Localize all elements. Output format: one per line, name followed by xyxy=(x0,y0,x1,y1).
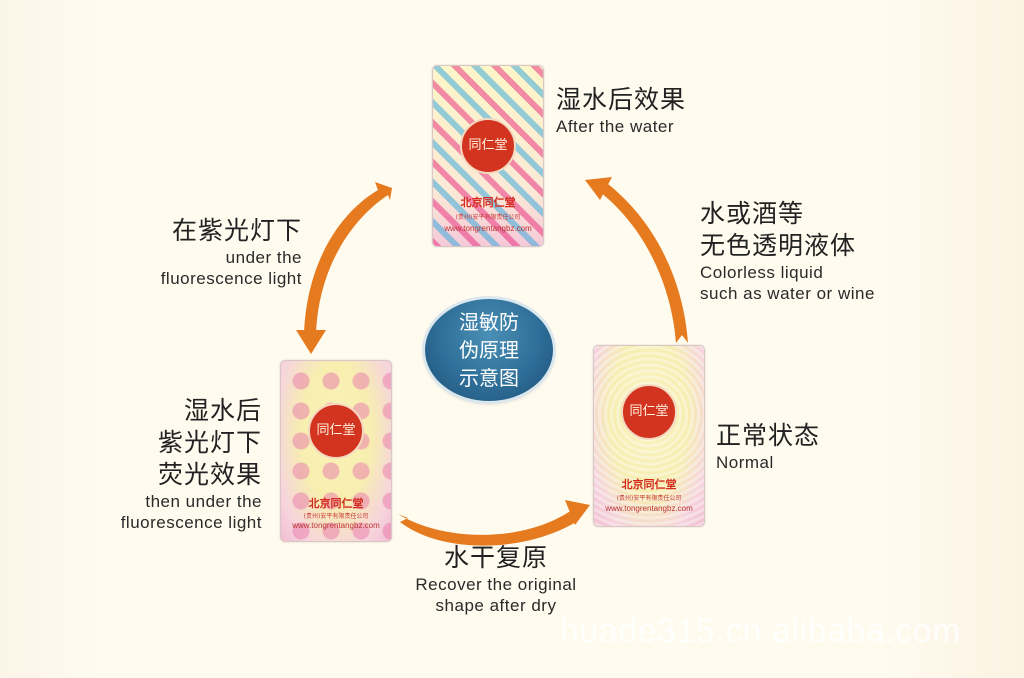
card-brand: 北京同仁堂 xyxy=(621,478,677,491)
uv-en-2: fluorescence light xyxy=(120,513,262,532)
card-normal: 同仁堂 北京同仁堂 (贵州)安平有限责任公司 www.tongrentangbz… xyxy=(593,345,705,527)
seal-icon: 同仁堂 xyxy=(308,403,364,459)
liquid-en-2: such as water or wine xyxy=(700,284,875,303)
normal-cn: 正常状态 xyxy=(716,421,821,450)
under-uv-en-2: fluorescence light xyxy=(160,269,302,288)
card-brand: 北京同仁堂 xyxy=(460,196,516,209)
label-recover: 水干复原 Recover the original shape after dr… xyxy=(386,542,606,616)
label-uv-result: 湿水后 紫光灯下 荧光效果 then under the fluorescenc… xyxy=(60,395,262,533)
under-uv-cn: 在紫光灯下 xyxy=(171,216,302,245)
uv-en-1: then under the xyxy=(145,492,262,511)
card-sub: (贵州)安平有限责任公司 xyxy=(303,513,369,520)
uv-cn-3: 荧光效果 xyxy=(157,460,262,489)
label-normal: 正常状态 Normal xyxy=(716,420,820,473)
uv-cn-2: 紫光灯下 xyxy=(157,428,262,457)
liquid-en-1: Colorless liquid xyxy=(700,263,824,282)
center-line-2: 伪原理 xyxy=(459,338,519,362)
seal-icon: 同仁堂 xyxy=(621,384,677,440)
liquid-cn-1: 水或酒等 xyxy=(700,199,805,228)
center-line-1: 湿敏防 xyxy=(459,310,519,334)
after-water-cn: 湿水后效果 xyxy=(556,85,687,114)
center-title-badge: 湿敏防 伪原理 示意图 xyxy=(425,299,553,401)
center-line-3: 示意图 xyxy=(459,366,519,390)
label-under-uv: 在紫光灯下 under the fluorescence light xyxy=(100,215,302,289)
arrow-normal-to-wet-icon xyxy=(585,177,688,343)
card-url: www.tongrentangbz.com xyxy=(605,504,693,513)
card-sub: (贵州)安平有限责任公司 xyxy=(455,214,521,221)
card-uv: 同仁堂 北京同仁堂 (贵州)安平有限责任公司 www.tongrentangbz… xyxy=(280,360,392,542)
card-after-water: 同仁堂 北京同仁堂 (贵州)安平有限责任公司 www.tongrentangbz… xyxy=(432,65,544,247)
label-after-water: 湿水后效果 After the water xyxy=(556,84,686,137)
arrow-wet-to-uv-icon xyxy=(296,182,392,354)
label-colorless-liquid: 水或酒等 无色透明液体 Colorless liquid such as wat… xyxy=(700,198,875,304)
normal-en: Normal xyxy=(716,453,774,472)
liquid-cn-2: 无色透明液体 xyxy=(700,231,857,260)
recover-en-2: shape after dry xyxy=(435,596,557,615)
card-url: www.tongrentangbz.com xyxy=(292,521,380,530)
under-uv-en-1: under the xyxy=(225,248,302,267)
watermark: huade315.cn.alibaba.com xyxy=(560,612,961,650)
uv-cn-1: 湿水后 xyxy=(183,396,262,425)
after-water-en: After the water xyxy=(556,117,675,136)
card-sub: (贵州)安平有限责任公司 xyxy=(616,495,682,502)
seal-icon: 同仁堂 xyxy=(460,118,516,174)
card-brand: 北京同仁堂 xyxy=(308,497,364,510)
recover-en-1: Recover the original xyxy=(415,575,577,594)
recover-cn: 水干复原 xyxy=(443,543,548,572)
card-url: www.tongrentangbz.com xyxy=(444,224,532,233)
arrow-uv-to-normal-icon xyxy=(398,500,590,546)
